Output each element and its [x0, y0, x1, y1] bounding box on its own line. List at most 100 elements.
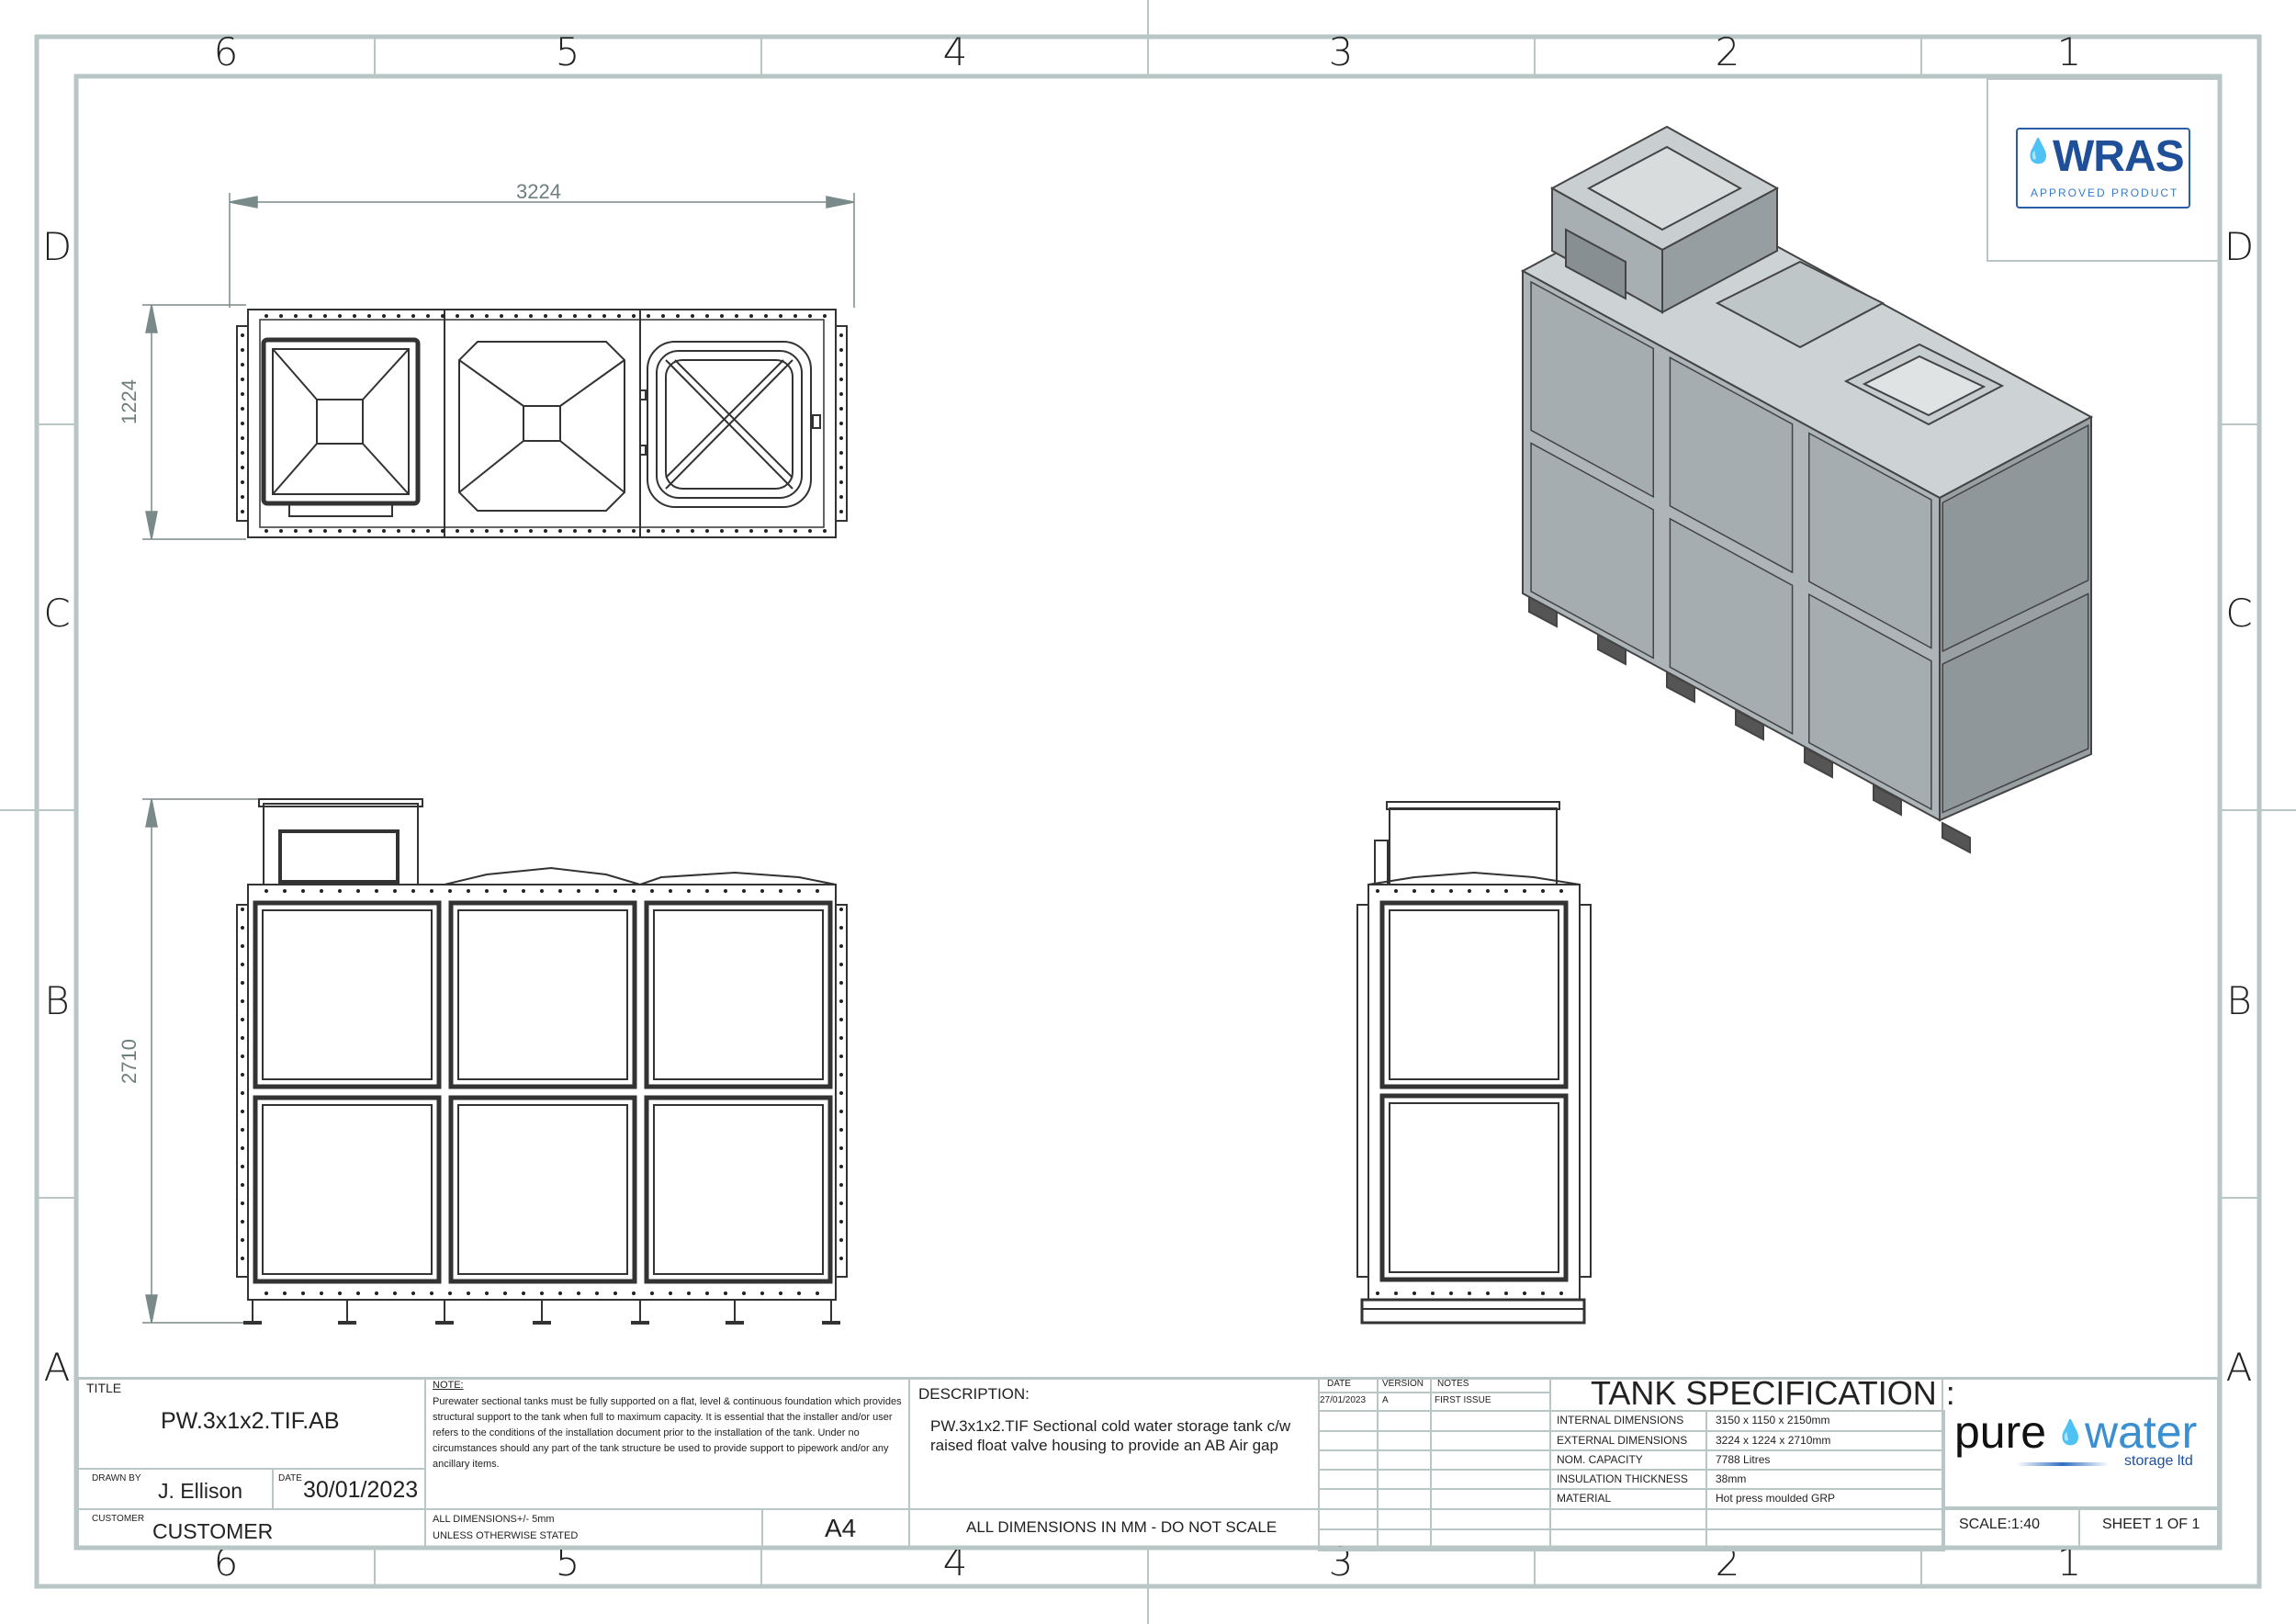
revision-table-cell [1318, 1449, 1379, 1471]
rev-row-notes: FIRST ISSUE [1435, 1395, 1491, 1405]
zone-row-b: B [44, 978, 70, 1023]
zone-col-6: 6 [213, 29, 239, 74]
purewater-logo-sub: storage ltd [2124, 1453, 2193, 1469]
spec-label: INTERNAL DIMENSIONS [1557, 1414, 1684, 1427]
spec-value: 3224 x 1224 x 2710mm [1716, 1434, 1831, 1447]
revision-table-cell [1430, 1488, 1551, 1510]
drawing-title: PW.3x1x2.TIF.AB [161, 1408, 340, 1434]
tolerance-line1: ALL DIMENSIONS+/- 5mm [433, 1514, 555, 1525]
rev-row-date: 27/01/2023 [1320, 1395, 1367, 1405]
revision-table-cell [1318, 1469, 1379, 1490]
revision-table-cell [1430, 1469, 1551, 1490]
zone-col-3: 3 [1328, 29, 1354, 74]
iso-tank-panel [1807, 592, 1932, 811]
water-drop-icon: 💧 [2023, 137, 2054, 164]
revision-table-cell [1430, 1508, 1551, 1530]
logo-wave-icon [2017, 1462, 2109, 1466]
revision-table-cell [1318, 1430, 1379, 1451]
rev-row-version: A [1382, 1395, 1389, 1405]
spec-value: 3150 x 1150 x 2150mm [1716, 1414, 1830, 1427]
description-label: DESCRIPTION: [918, 1385, 1030, 1403]
purewater-logo-pure: pure [1954, 1406, 2047, 1458]
revision-table-cell [1377, 1469, 1432, 1490]
rev-header-notes: NOTES [1437, 1379, 1469, 1389]
side-view [1356, 801, 1592, 1325]
spec-value: 7788 Litres [1716, 1453, 1771, 1466]
revision-table-cell [1430, 1528, 1551, 1551]
rev-header-version: VERSION [1382, 1379, 1424, 1389]
date-label: DATE [278, 1473, 302, 1483]
purewater-logo-cell [1941, 1377, 2220, 1508]
wras-logo-text: WRAS [2053, 132, 2185, 181]
units-note: ALL DIMENSIONS IN MM - DO NOT SCALE [966, 1518, 1277, 1536]
customer-label: CUSTOMER [92, 1514, 145, 1524]
zone-col-1: 1 [2056, 29, 2082, 74]
tolerance-line2: UNLESS OTHERWISE STATED [433, 1530, 579, 1541]
tank-panel [253, 900, 442, 1089]
tank-panel-inner [457, 909, 628, 1080]
iso-support-leg [1873, 784, 1902, 817]
spec-table-cell [1549, 1528, 1707, 1551]
date-value: 30/01/2023 [303, 1477, 419, 1503]
spec-label: INSULATION THICKNESS [1557, 1472, 1688, 1485]
wras-logo-box: 💧 WRAS APPROVED PRODUCT [1986, 78, 2220, 262]
spec-title: TANK SPECIFICATION : [1591, 1374, 1955, 1412]
zone-row-b-right: B [2226, 978, 2252, 1023]
iso-tank-panel [1530, 442, 1655, 660]
tank-panel-inner [262, 909, 433, 1080]
iso-support-leg [1666, 671, 1695, 704]
tank-panel-inner [653, 1104, 824, 1275]
revision-table-cell [1377, 1528, 1432, 1551]
revision-table-cell [1430, 1410, 1551, 1432]
zone-row-d-right: D [2223, 224, 2255, 269]
iso-support-leg [1528, 595, 1558, 628]
tank-panel [448, 1095, 637, 1284]
zone-row-a-right: A [2225, 1345, 2253, 1390]
iso-tank-panel [1669, 356, 1794, 574]
note-label: NOTE: [433, 1380, 464, 1391]
zone-col-2: 2 [1715, 29, 1740, 74]
revision-table-cell [1318, 1528, 1379, 1551]
tank-panel [448, 900, 637, 1089]
dimension-width-label: 3224 [516, 180, 561, 203]
sheet-cell [2078, 1508, 2220, 1550]
revision-table-cell [1377, 1430, 1432, 1451]
revision-table-cell [1377, 1488, 1432, 1510]
wras-logo: 💧 WRAS APPROVED PRODUCT [2016, 128, 2190, 209]
revision-table-cell [1430, 1430, 1551, 1451]
dimension-depth-label: 1224 [118, 379, 141, 424]
iso-tank-panel [1807, 432, 1932, 649]
iso-tank-panel [1669, 517, 1794, 735]
iso-support-leg [1804, 746, 1833, 779]
purewater-logo: pure 💧 water storage ltd [1954, 1405, 2212, 1479]
tank-panel-inner [457, 1104, 628, 1275]
front-view [236, 798, 848, 1325]
spec-label: MATERIAL [1557, 1492, 1612, 1505]
spec-table-cell [1705, 1528, 1945, 1551]
isometric-view [1520, 125, 2094, 854]
iso-tank-panel [1941, 592, 2089, 814]
revision-table-cell [1377, 1410, 1432, 1432]
sheet-number: SHEET 1 OF 1 [2102, 1517, 2200, 1532]
tank-panel [644, 900, 833, 1089]
tank-panel [644, 1095, 833, 1284]
tank-panel-inner [262, 1104, 433, 1275]
spec-value: 38mm [1716, 1472, 1747, 1485]
zone-row-c: C [43, 591, 71, 636]
tank-panel [253, 1095, 442, 1284]
water-drop-icon: 💧 [2055, 1418, 2086, 1446]
iso-support-leg [1941, 821, 1971, 854]
title-label: TITLE [86, 1381, 122, 1395]
revision-table-cell [1377, 1449, 1432, 1471]
wras-logo-subtext: APPROVED PRODUCT [2031, 186, 2179, 199]
purewater-logo-water: water [2085, 1406, 2198, 1458]
iso-tank-panel [1941, 423, 2089, 653]
customer-value: CUSTOMER [152, 1519, 274, 1543]
revision-table-cell [1318, 1508, 1379, 1530]
spec-table-cell [1549, 1508, 1707, 1530]
zone-row-c-right: C [2225, 591, 2253, 636]
revision-table-cell [1318, 1488, 1379, 1510]
drawn-by-value: J. Ellison [158, 1479, 243, 1503]
